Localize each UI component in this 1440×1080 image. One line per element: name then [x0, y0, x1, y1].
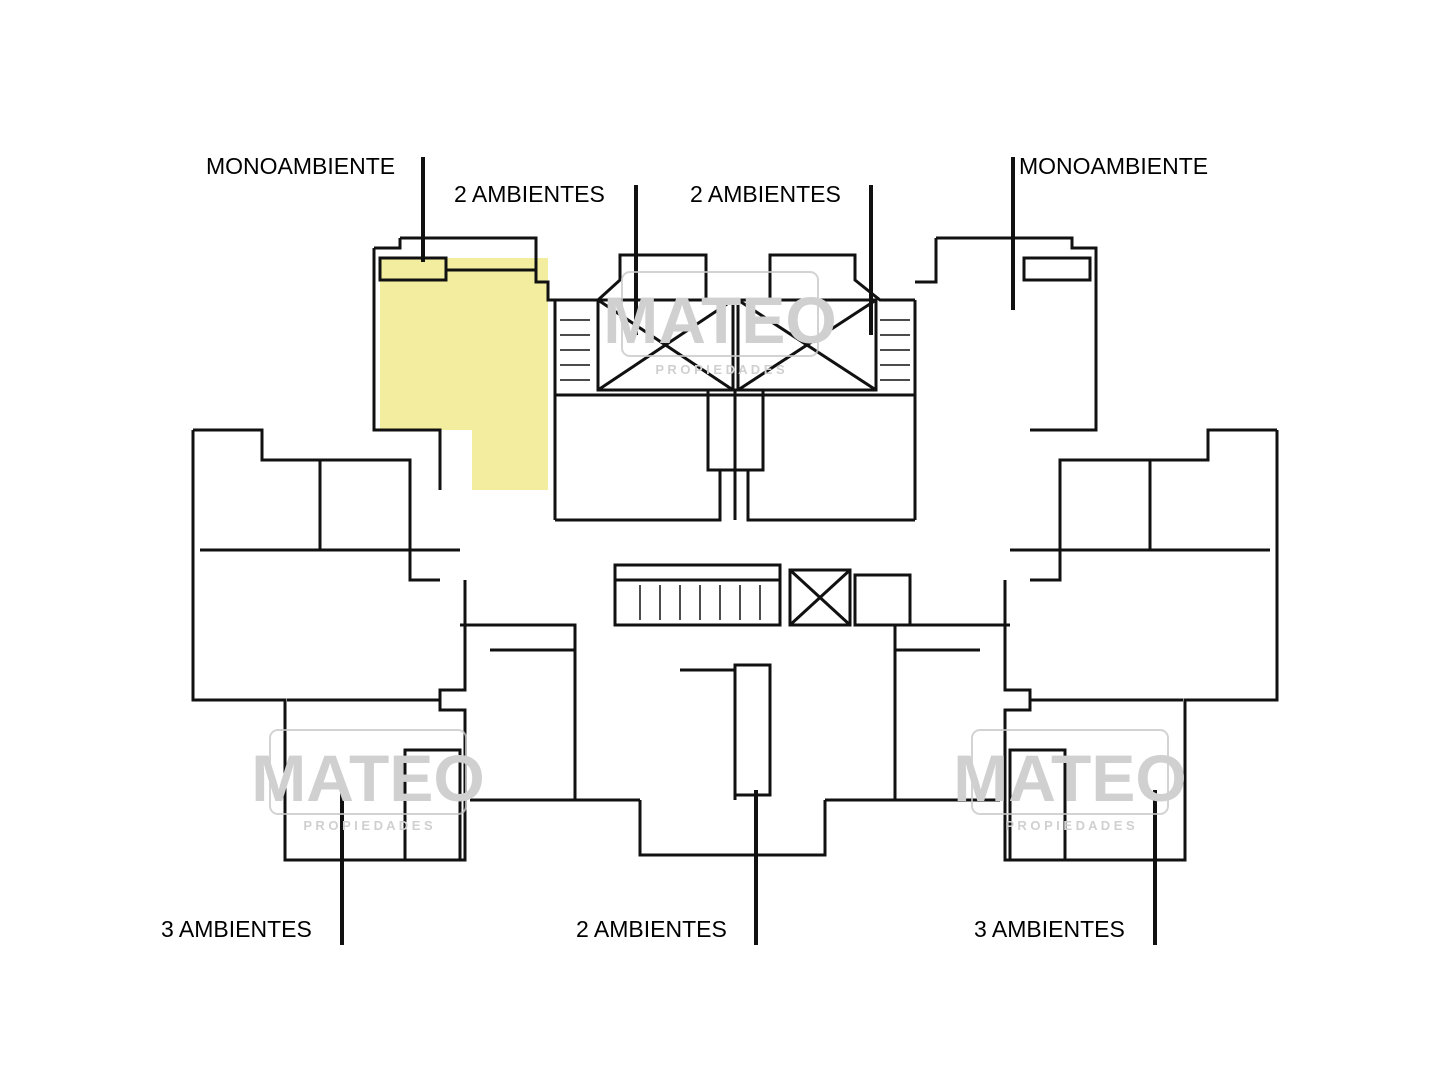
watermark-brand-3: MATEO — [953, 741, 1186, 815]
watermark-brand-1: MATEO — [603, 283, 836, 357]
walls — [191, 236, 1279, 862]
label-bottom-left: 3 AMBIENTES — [161, 916, 312, 942]
label-bottom-right: 3 AMBIENTES — [974, 916, 1125, 942]
watermark-brand-2: MATEO — [251, 741, 484, 815]
label-top-mid-left: 2 AMBIENTES — [454, 181, 605, 207]
label-bottom-center: 2 AMBIENTES — [576, 916, 727, 942]
watermark-tagline-3: P R O P I E D A D E S — [1005, 818, 1135, 833]
label-top-mid-right: 2 AMBIENTES — [690, 181, 841, 207]
watermark-tagline-1: P R O P I E D A D E S — [655, 362, 785, 377]
stair-treads — [560, 319, 910, 620]
label-top-right: MONOAMBIENTE — [1019, 153, 1209, 179]
watermark-tagline-2: P R O P I E D A D E S — [303, 818, 433, 833]
watermark-logos — [269, 271, 1169, 815]
leader-lines — [340, 157, 1157, 945]
label-top-left: MONOAMBIENTE — [206, 153, 396, 179]
highlighted-unit — [380, 258, 548, 490]
watermark-text: MATEO P R O P I E D A D E S MATEO P R O … — [251, 283, 1186, 833]
